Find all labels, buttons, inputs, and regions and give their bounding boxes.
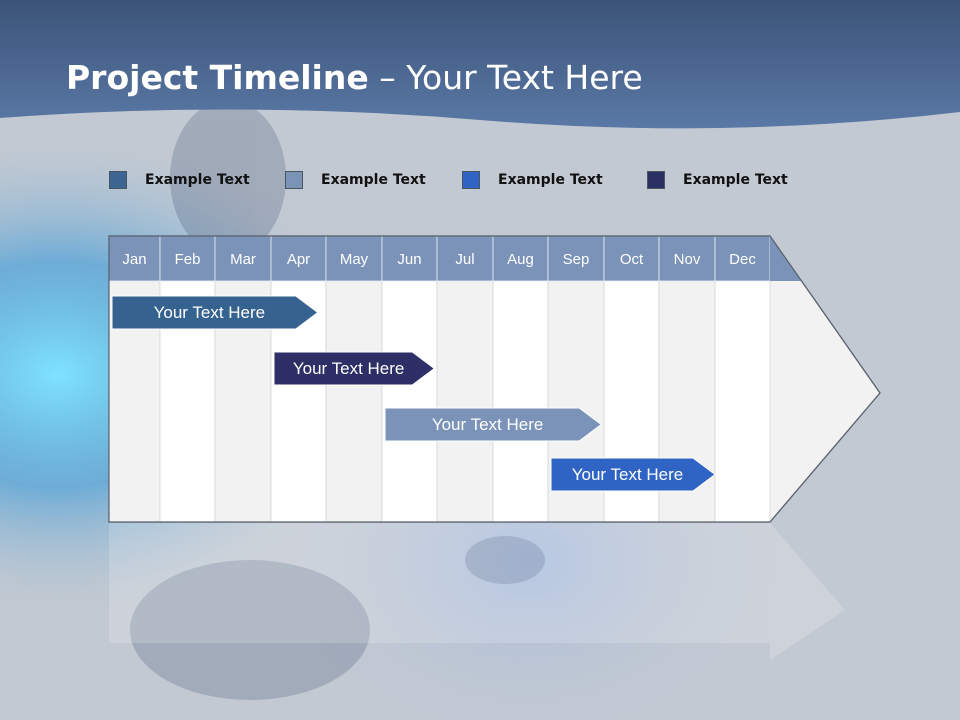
legend-swatch: [647, 171, 665, 189]
month-header-cell: [159, 235, 216, 282]
month-label: Mar: [230, 251, 256, 268]
month-label: Aug: [507, 251, 534, 268]
legend-item: Example Text: [462, 170, 603, 190]
task-bar: [550, 457, 716, 492]
month-column: [714, 280, 771, 523]
task-label: Your Text Here: [293, 359, 405, 378]
legend-label: Example Text: [683, 172, 788, 188]
task-label: Your Text Here: [432, 415, 544, 434]
month-label: Oct: [620, 251, 644, 268]
month-column: [436, 280, 494, 523]
month-header-cell: [436, 235, 494, 282]
page-title: Project Timeline – Your Text Here: [66, 58, 643, 97]
month-column: [381, 280, 438, 523]
task-label: Your Text Here: [154, 303, 266, 322]
task-bar: [111, 295, 319, 330]
month-column: [492, 280, 549, 523]
month-header-cell: [381, 235, 438, 282]
legend-swatch: [285, 171, 303, 189]
legend-label: Example Text: [498, 172, 603, 188]
month-label: Nov: [674, 251, 701, 268]
legend-label: Example Text: [321, 172, 426, 188]
title-rest: – Your Text Here: [368, 58, 643, 97]
month-header-cell: [492, 235, 549, 282]
month-header-cell: [214, 235, 272, 282]
legend-swatch: [109, 171, 127, 189]
month-label: May: [340, 251, 369, 268]
legend-item: Example Text: [109, 170, 250, 190]
month-header-cell: [325, 235, 383, 282]
task-bar: [384, 407, 603, 442]
month-label: Feb: [175, 251, 201, 268]
legend-item: Example Text: [647, 170, 788, 190]
month-label: Dec: [729, 251, 756, 268]
title-bold: Project Timeline: [66, 58, 369, 97]
month-label: Jun: [397, 251, 421, 268]
month-label: Jul: [455, 251, 474, 268]
month-label: Jan: [122, 251, 146, 268]
chart-reflection: [109, 523, 845, 660]
legend-item: Example Text: [285, 170, 426, 190]
month-header-cell: [603, 235, 660, 282]
task-label: Your Text Here: [572, 465, 684, 484]
month-header-cell: [547, 235, 605, 282]
month-header-cell: [658, 235, 716, 282]
month-column: [325, 280, 383, 523]
legend-label: Example Text: [145, 172, 250, 188]
timeline-outline: [108, 235, 881, 523]
legend-swatch: [462, 171, 480, 189]
task-bar: [273, 351, 436, 386]
month-label: Sep: [563, 251, 590, 268]
month-header-cell: [108, 235, 161, 282]
month-label: Apr: [287, 251, 310, 268]
